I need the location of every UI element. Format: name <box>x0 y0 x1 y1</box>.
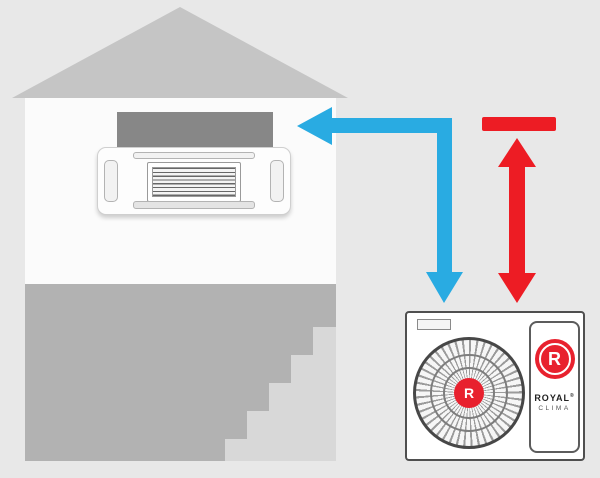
ceiling-recess <box>117 112 273 152</box>
cassette-vent-top <box>133 152 255 159</box>
outdoor-unit-label-plate <box>417 319 451 330</box>
brand-panel: R ROYAL® CLIMA <box>529 321 580 453</box>
fan-ring-middle <box>443 367 495 419</box>
staircase <box>225 327 336 461</box>
cassette-vent-right <box>270 160 284 202</box>
registered-mark: ® <box>570 393 575 399</box>
cassette-vent-bottom <box>133 201 255 209</box>
brand-name-text: ROYAL <box>534 393 570 403</box>
brand-r-icon: R <box>463 385 475 401</box>
outdoor-unit: R R ROYAL® CLIMA <box>405 311 585 461</box>
fan-hub-brand-badge: R <box>454 378 484 408</box>
brand-logo-r: R <box>538 343 571 375</box>
brand-logo-icon: R <box>534 339 575 379</box>
brand-name: ROYAL® <box>534 393 574 403</box>
fan-grille: R <box>413 337 525 449</box>
roof <box>12 7 348 98</box>
cassette-vent-left <box>104 160 118 202</box>
fan-ring-outer <box>430 354 508 432</box>
brand-subname: CLIMA <box>538 405 571 412</box>
cassette-intake-grille <box>152 167 236 197</box>
